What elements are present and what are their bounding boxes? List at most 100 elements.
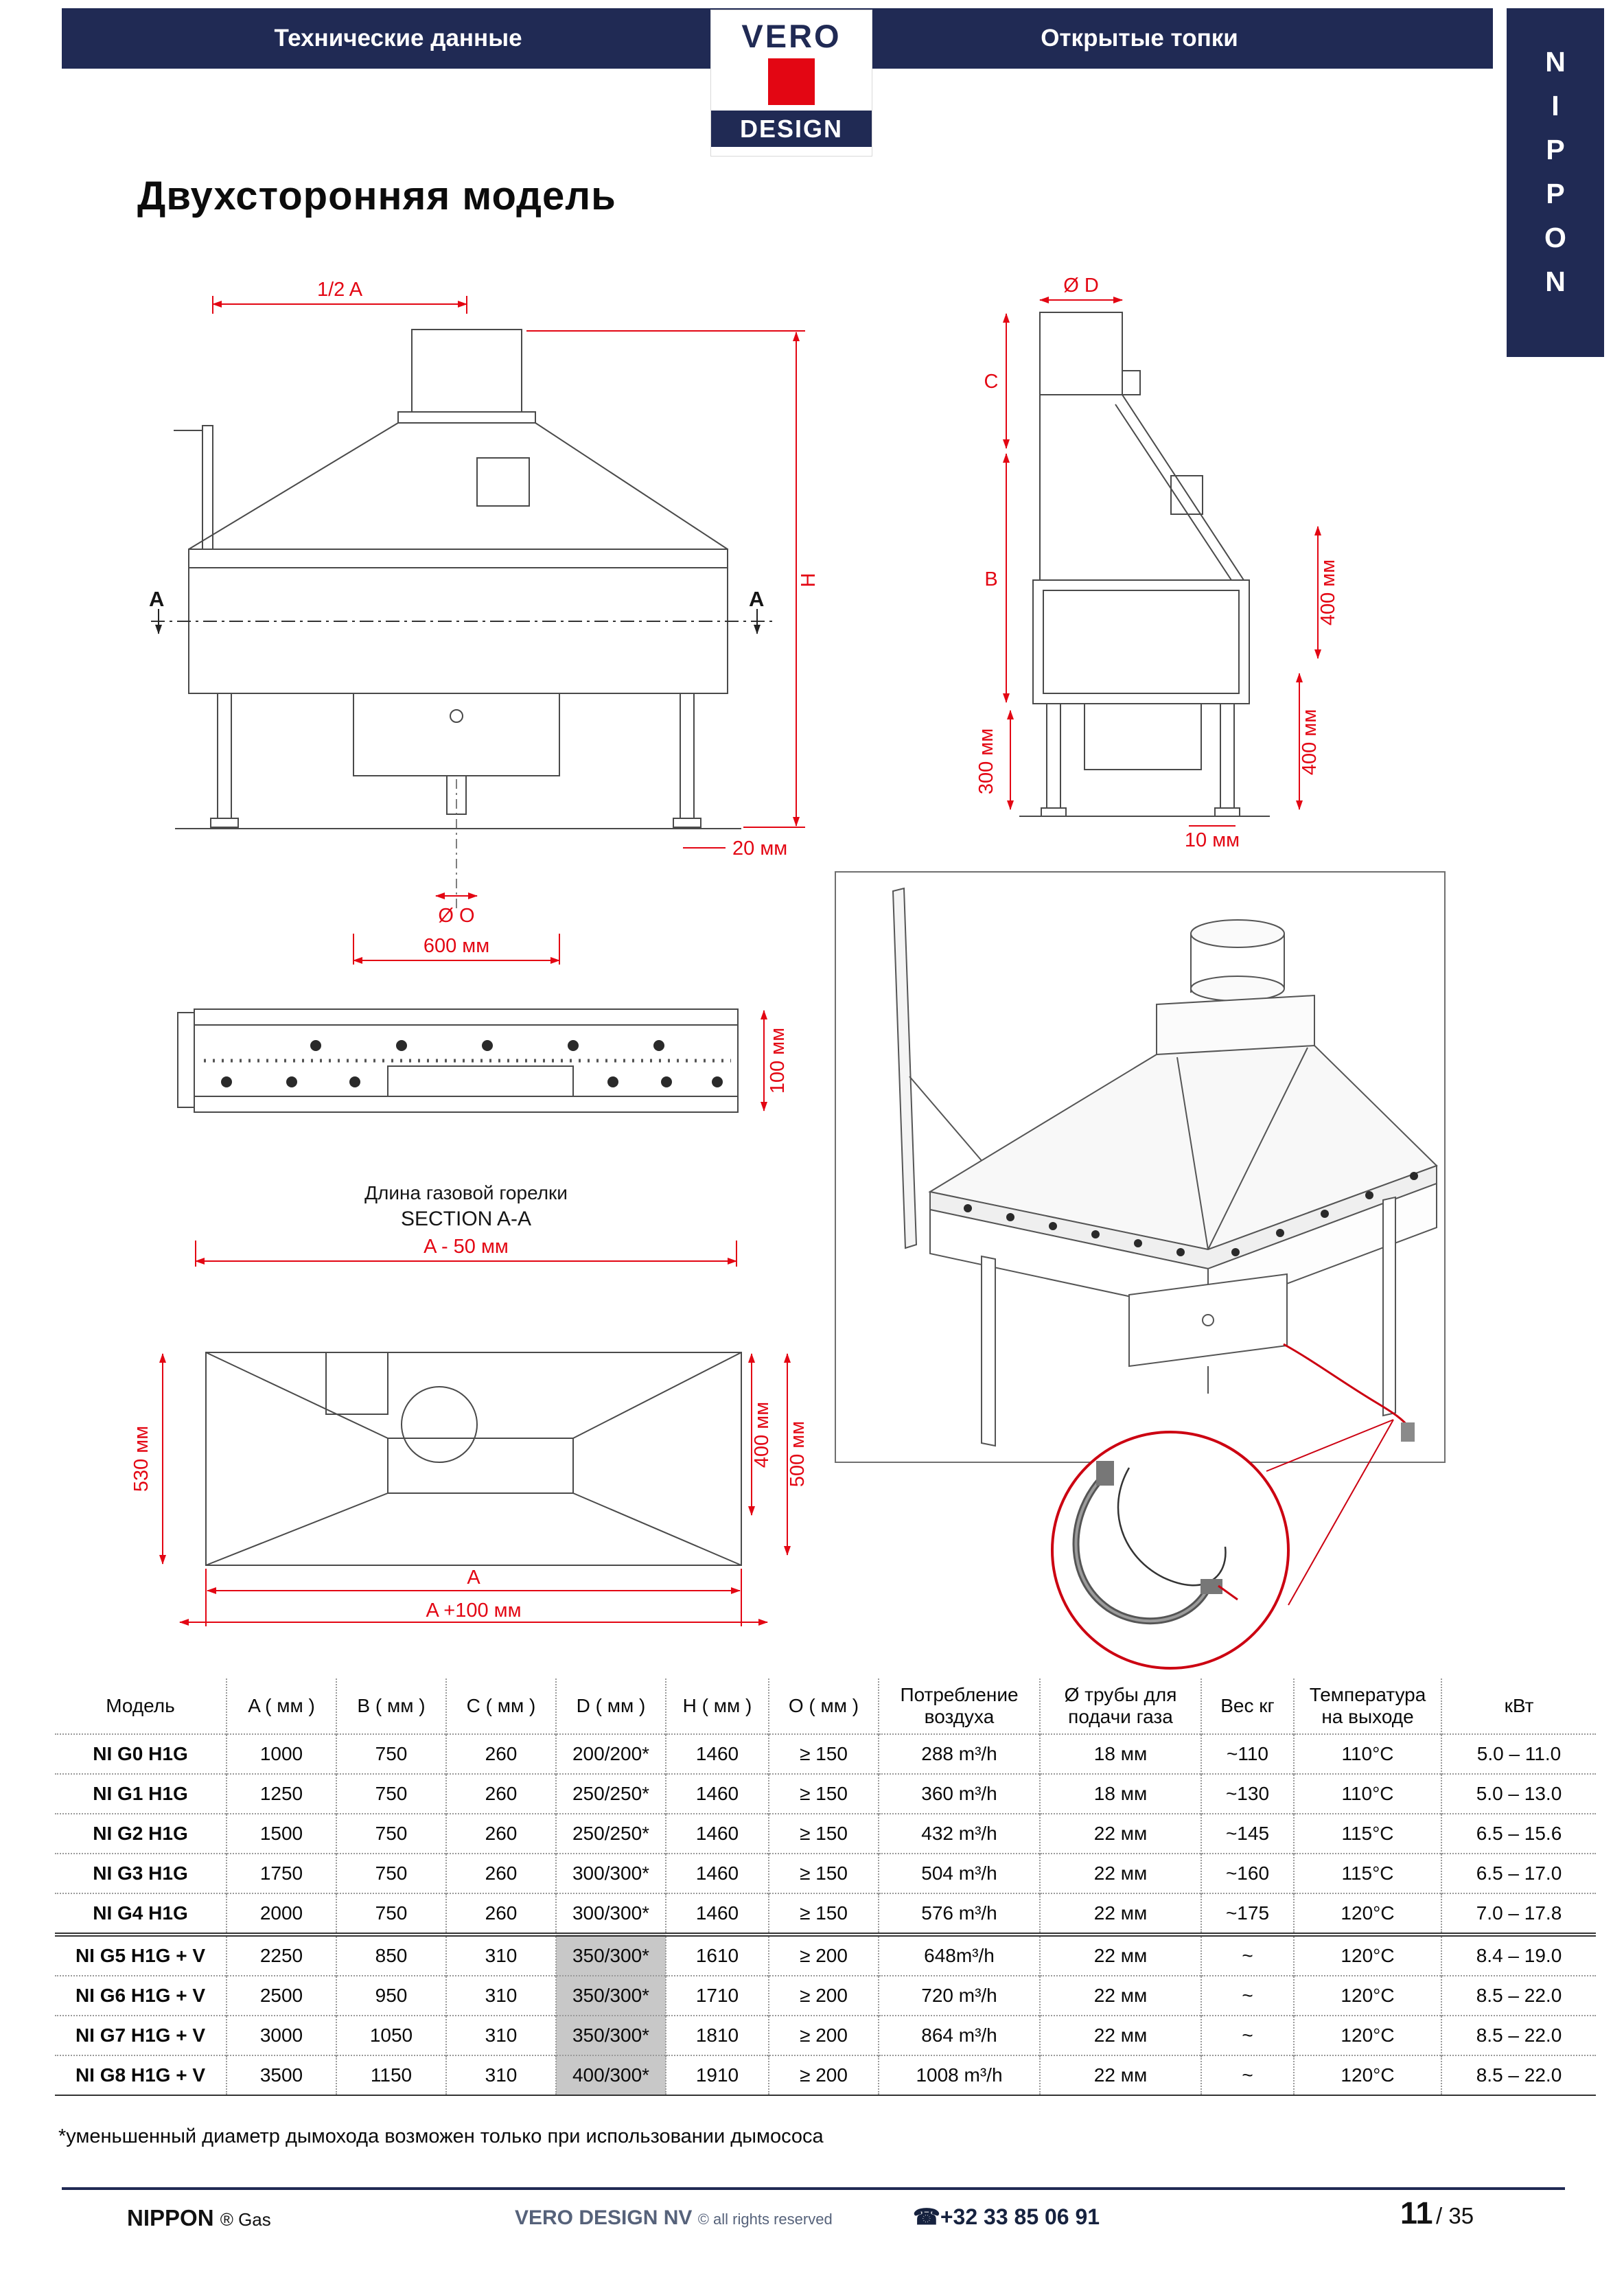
- cell-model: NI G7 H1G + V: [75, 2025, 206, 2046]
- col-header-c: C ( мм ): [445, 1679, 556, 1735]
- cell-h: 1810: [665, 2016, 769, 2056]
- cell-b: 850: [336, 1935, 446, 1976]
- cell-c: 310: [445, 1976, 556, 2016]
- isometric-view-drawing: [835, 871, 1446, 1670]
- cell-b: 1050: [336, 2016, 446, 2056]
- section-aa-caption: SECTION A-A: [401, 1208, 531, 1230]
- cell-temp: 120°C: [1293, 1893, 1441, 1935]
- cell-o: ≥ 150: [768, 1814, 879, 1854]
- cell-air: 432 m³/h: [878, 1814, 1040, 1854]
- section-view-drawing: 100 мм Длина газовой горелки SECTION A-A…: [177, 1008, 789, 1267]
- cell-a: 2000: [226, 1893, 336, 1935]
- cell-model: NI G3 H1G: [93, 1862, 188, 1884]
- dim-530mm: 530 мм: [130, 1426, 152, 1492]
- burner-holes: [221, 1040, 723, 1087]
- gas-connection-detail: [1266, 1343, 1415, 1606]
- cell-weight: ~: [1200, 2055, 1294, 2096]
- dim-400mm-bottom: 400 мм: [1299, 709, 1321, 775]
- cell-b: 750: [336, 1854, 446, 1894]
- cell-b: 750: [336, 1774, 446, 1814]
- page-total: / 35: [1436, 2203, 1474, 2228]
- cell-air: 288 m³/h: [878, 1734, 1040, 1775]
- table-row: NI G2 H1G 1500 750 260 250/250* 1460 ≥ 1…: [55, 1814, 1596, 1854]
- cell-model: NI G8 H1G + V: [75, 2064, 206, 2086]
- dim-o: Ø O: [438, 905, 474, 927]
- section-view-outline: [177, 1008, 739, 1113]
- top-view-outline: [205, 1352, 742, 1566]
- cell-o: ≥ 150: [768, 1774, 879, 1814]
- cell-a: 2250: [226, 1935, 336, 1976]
- dim-d: Ø D: [1063, 275, 1099, 297]
- cell-gas: 18 мм: [1039, 1734, 1201, 1775]
- cell-c: 310: [445, 2055, 556, 2096]
- cell-c: 260: [445, 1814, 556, 1854]
- cell-gas: 22 мм: [1039, 1854, 1201, 1894]
- cell-d: 300/300*: [555, 1893, 666, 1935]
- cell-temp: 115°C: [1293, 1814, 1441, 1854]
- cell-kw: 5.0 – 11.0: [1441, 1734, 1596, 1775]
- cell-kw: 5.0 – 13.0: [1441, 1774, 1596, 1814]
- table-header-row: Модель A ( мм ) B ( мм ) C ( мм ) D ( мм…: [55, 1679, 1596, 1735]
- col-header-b: B ( мм ): [336, 1679, 446, 1735]
- side-view-outline: [1019, 312, 1270, 817]
- phone-icon: ☎: [913, 2204, 940, 2229]
- cell-model: NI G5 H1G + V: [75, 1945, 206, 1967]
- cell-b: 950: [336, 1976, 446, 2016]
- cell-a: 3000: [226, 2016, 336, 2056]
- cell-gas: 22 мм: [1039, 2016, 1201, 2056]
- col-header-o: O ( мм ): [768, 1679, 879, 1735]
- dim-10mm: 10 мм: [1185, 829, 1240, 851]
- nippon-letter: N: [1545, 46, 1566, 78]
- logo-red-square-icon: [768, 58, 815, 105]
- cell-gas: 22 мм: [1039, 1935, 1201, 1976]
- section-marker-a-right: A: [749, 587, 764, 611]
- dim-a: A: [467, 1567, 480, 1589]
- phone-number: +32 33 85 06 91: [940, 2204, 1100, 2229]
- dim-600mm: 600 мм: [424, 935, 489, 957]
- footer-company: VERO DESIGN NV © all rights reserved: [515, 2206, 833, 2230]
- spec-table: Модель A ( мм ) B ( мм ) C ( мм ) D ( мм…: [55, 1679, 1596, 2097]
- dim-a-plus-100: A +100 мм: [426, 1600, 521, 1622]
- col-header-weight: Вес кг: [1200, 1679, 1294, 1735]
- isometric-fireplace: [892, 887, 1438, 1447]
- cell-weight: ~130: [1200, 1774, 1294, 1814]
- cell-b: 750: [336, 1893, 446, 1935]
- dim-b: B: [984, 568, 997, 590]
- cell-h: 1710: [665, 1976, 769, 2016]
- cell-temp: 110°C: [1293, 1734, 1441, 1775]
- cell-c: 260: [445, 1854, 556, 1894]
- dim-20mm: 20 мм: [732, 838, 787, 860]
- nippon-letter: P: [1546, 134, 1565, 165]
- cell-kw: 8.4 – 19.0: [1441, 1935, 1596, 1976]
- cell-c: 310: [445, 1935, 556, 1976]
- cell-d: 400/300*: [555, 2055, 666, 2096]
- dim-c: C: [984, 371, 999, 393]
- cell-temp: 120°C: [1293, 2016, 1441, 2056]
- cell-air: 864 m³/h: [878, 2016, 1040, 2056]
- cell-model: NI G1 H1G: [93, 1783, 188, 1805]
- cell-model: NI G2 H1G: [93, 1823, 188, 1845]
- table-row: NI G4 H1G 2000 750 260 300/300* 1460 ≥ 1…: [55, 1893, 1596, 1935]
- cell-o: ≥ 150: [768, 1854, 879, 1894]
- cell-temp: 110°C: [1293, 1774, 1441, 1814]
- cell-kw: 8.5 – 22.0: [1441, 1976, 1596, 2016]
- cell-kw: 6.5 – 15.6: [1441, 1814, 1596, 1854]
- cell-h: 1460: [665, 1774, 769, 1814]
- col-header-model: Модель: [106, 1695, 175, 1717]
- col-header-d: D ( мм ): [555, 1679, 666, 1735]
- burner-length-caption: Длина газовой горелки: [364, 1182, 568, 1203]
- page-indicator: 11 / 35: [1400, 2195, 1474, 2231]
- front-view-outline: [174, 329, 741, 829]
- col-header-air: Потребление воздуха: [878, 1679, 1040, 1735]
- cell-d: 350/300*: [555, 1976, 666, 2016]
- cell-h: 1460: [665, 1814, 769, 1854]
- page-number: 11: [1400, 2195, 1433, 2230]
- dim-400mm: 400 мм: [751, 1402, 773, 1468]
- dim-100mm: 100 мм: [767, 1028, 789, 1094]
- nippon-letter: O: [1544, 222, 1566, 253]
- cell-d: 250/250*: [555, 1814, 666, 1854]
- cell-o: ≥ 150: [768, 1734, 879, 1775]
- logo-design-band: DESIGN: [711, 111, 872, 147]
- cell-temp: 120°C: [1293, 1935, 1441, 1976]
- footer-company-name: VERO DESIGN NV: [515, 2206, 693, 2229]
